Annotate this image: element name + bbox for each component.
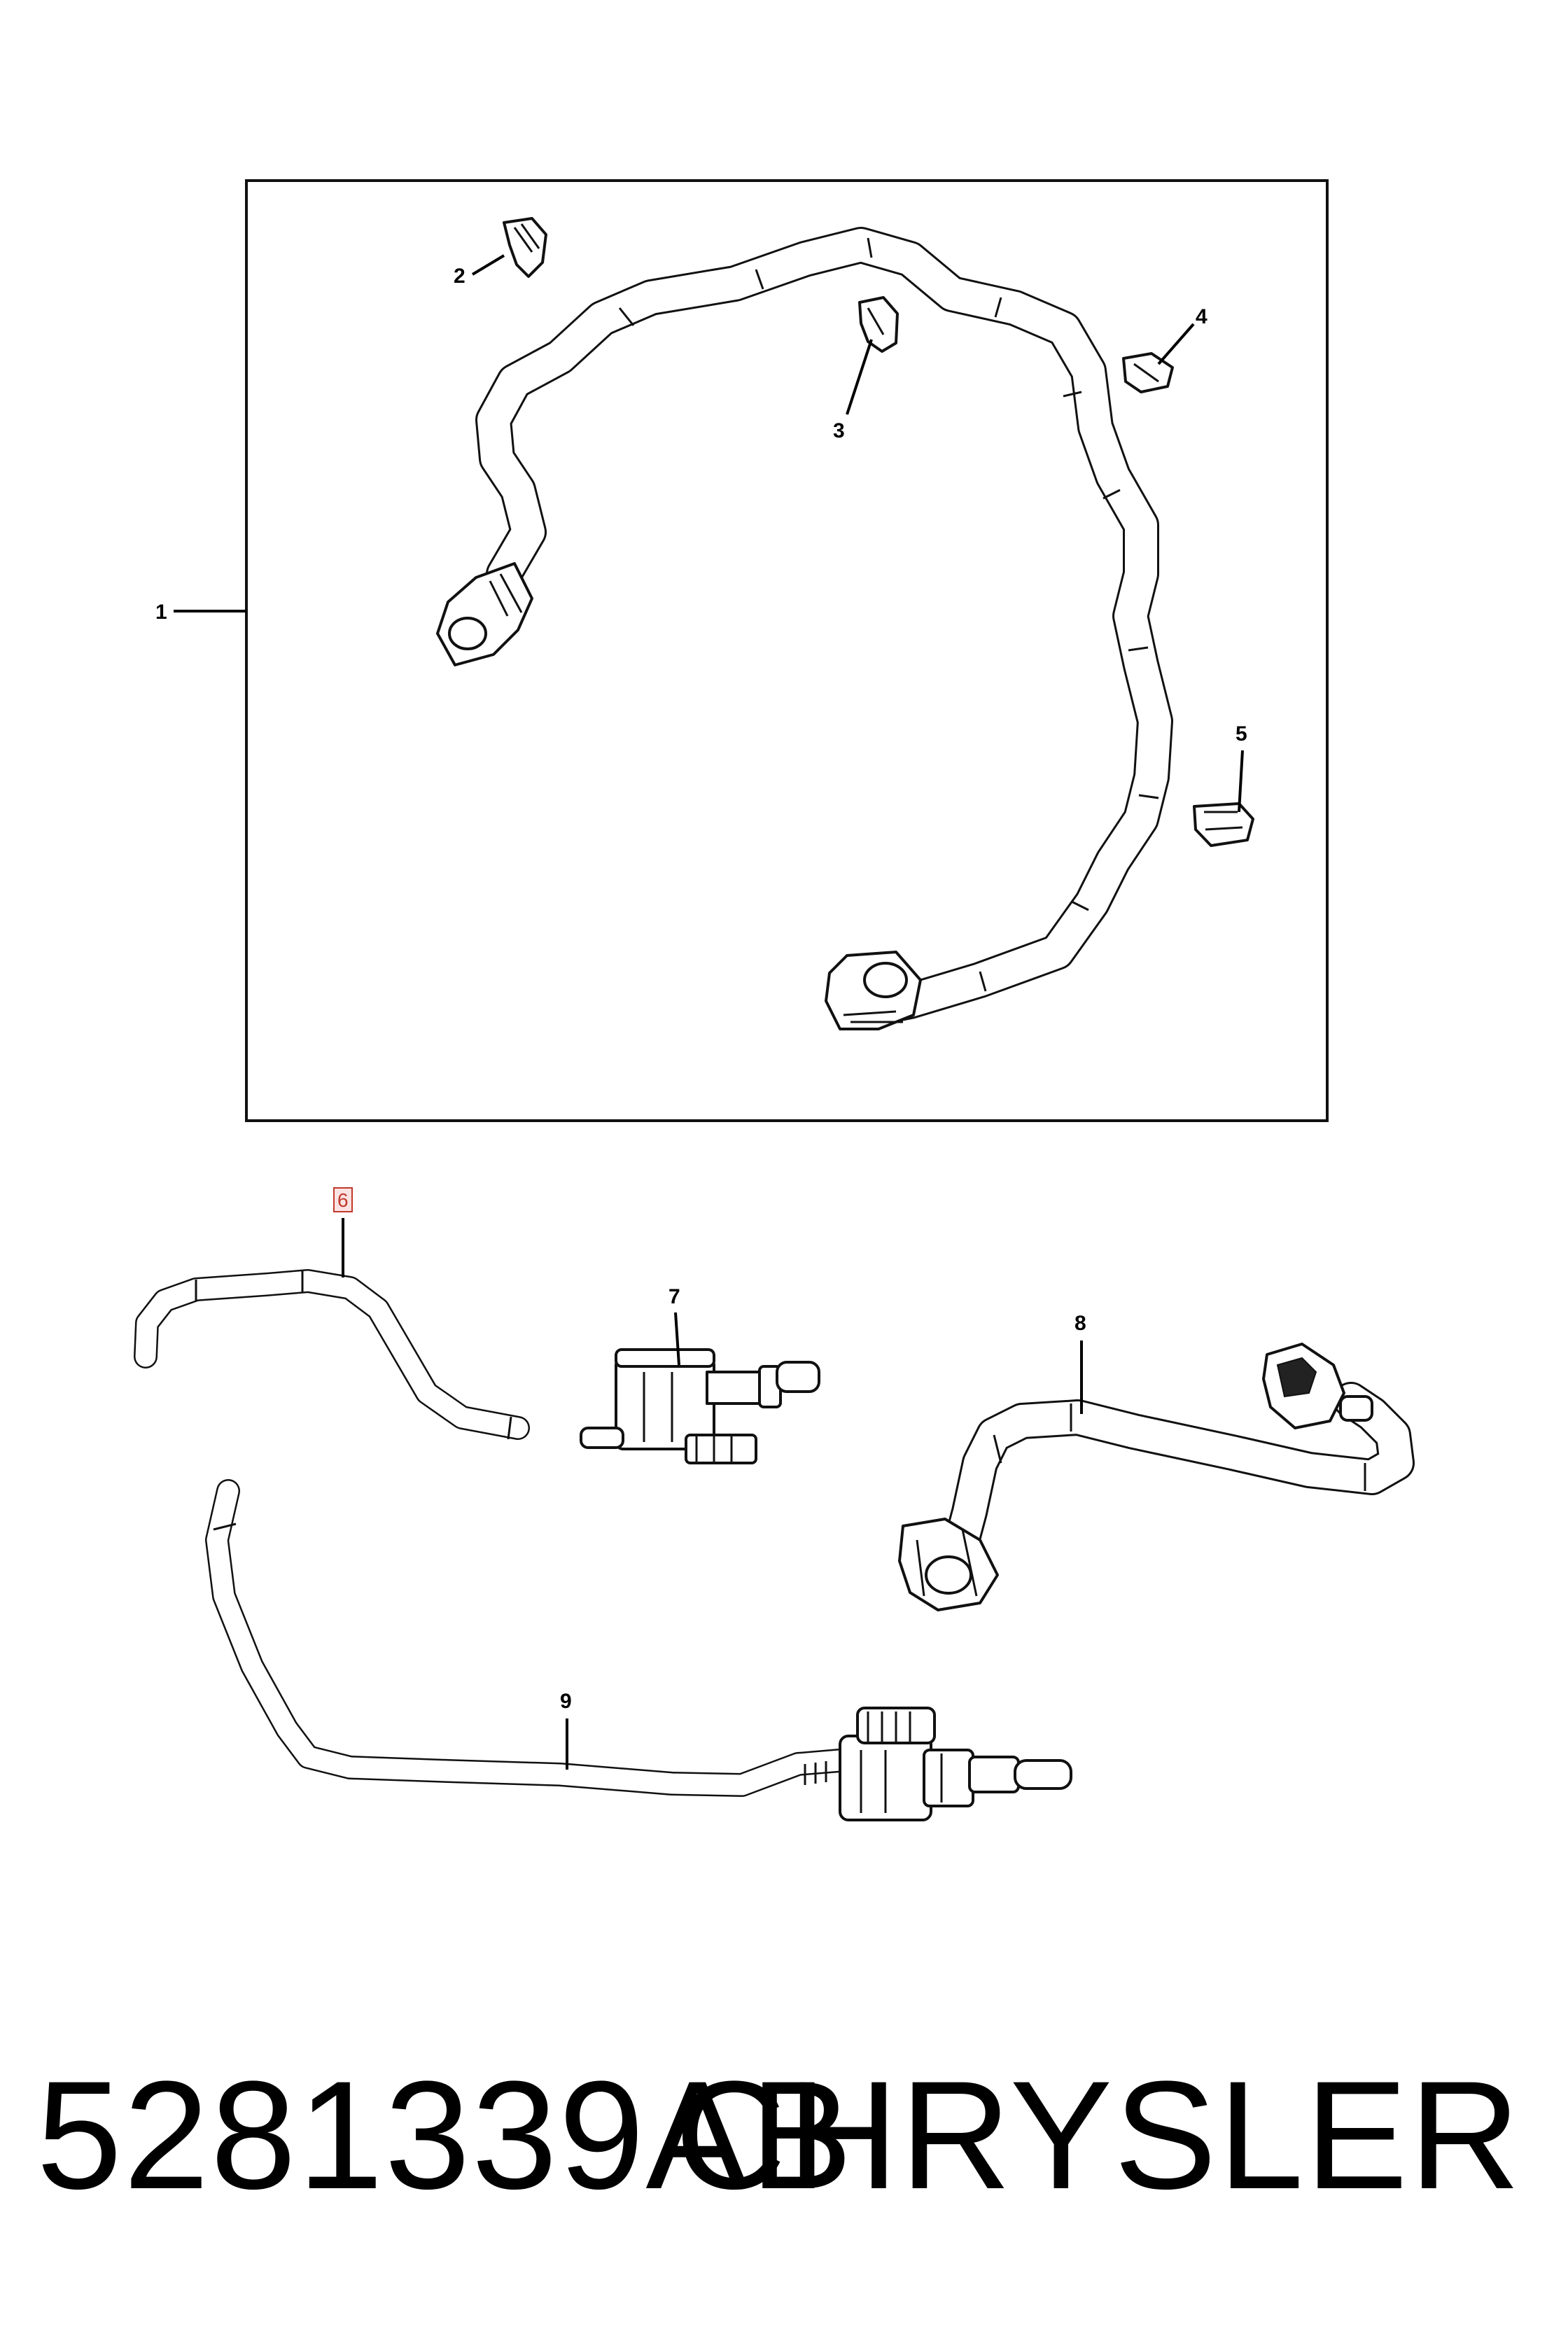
kit-frame bbox=[245, 179, 1329, 1122]
leader-3 bbox=[846, 339, 873, 415]
leader-4 bbox=[1157, 323, 1195, 365]
clip-2 bbox=[503, 217, 547, 278]
clip-3 bbox=[858, 296, 899, 353]
hose-assembly-1 bbox=[436, 227, 1173, 1030]
hose-8 bbox=[898, 1343, 1415, 1611]
brand-name: CHRYSLER bbox=[674, 2049, 1522, 2221]
hose-6 bbox=[134, 1269, 530, 1440]
callout-5: 5 bbox=[1236, 722, 1247, 746]
callout-2: 2 bbox=[454, 265, 465, 288]
connector-8-right bbox=[1262, 1343, 1373, 1429]
connector-bottom bbox=[825, 951, 922, 1030]
clip-5 bbox=[1193, 802, 1254, 847]
valve-7 bbox=[580, 1348, 820, 1464]
clip-4 bbox=[1122, 352, 1174, 393]
callout-1: 1 bbox=[155, 601, 167, 624]
valve-9 bbox=[839, 1707, 1072, 1821]
leader-7 bbox=[674, 1312, 680, 1366]
callout-8: 8 bbox=[1074, 1312, 1086, 1335]
callout-3: 3 bbox=[833, 419, 845, 442]
connector-left bbox=[436, 562, 533, 666]
callout-4: 4 bbox=[1196, 305, 1208, 328]
callout-6: 6 bbox=[337, 1189, 349, 1211]
callout-7: 7 bbox=[668, 1285, 680, 1308]
leader-5 bbox=[1238, 750, 1244, 813]
callout-6-box bbox=[333, 1187, 353, 1212]
connector-8-left bbox=[898, 1518, 999, 1611]
leader-2 bbox=[471, 254, 505, 276]
callout-9: 9 bbox=[560, 1690, 572, 1713]
part-number: 5281339AB bbox=[36, 2049, 854, 2221]
hose-9 bbox=[205, 1479, 1072, 1821]
